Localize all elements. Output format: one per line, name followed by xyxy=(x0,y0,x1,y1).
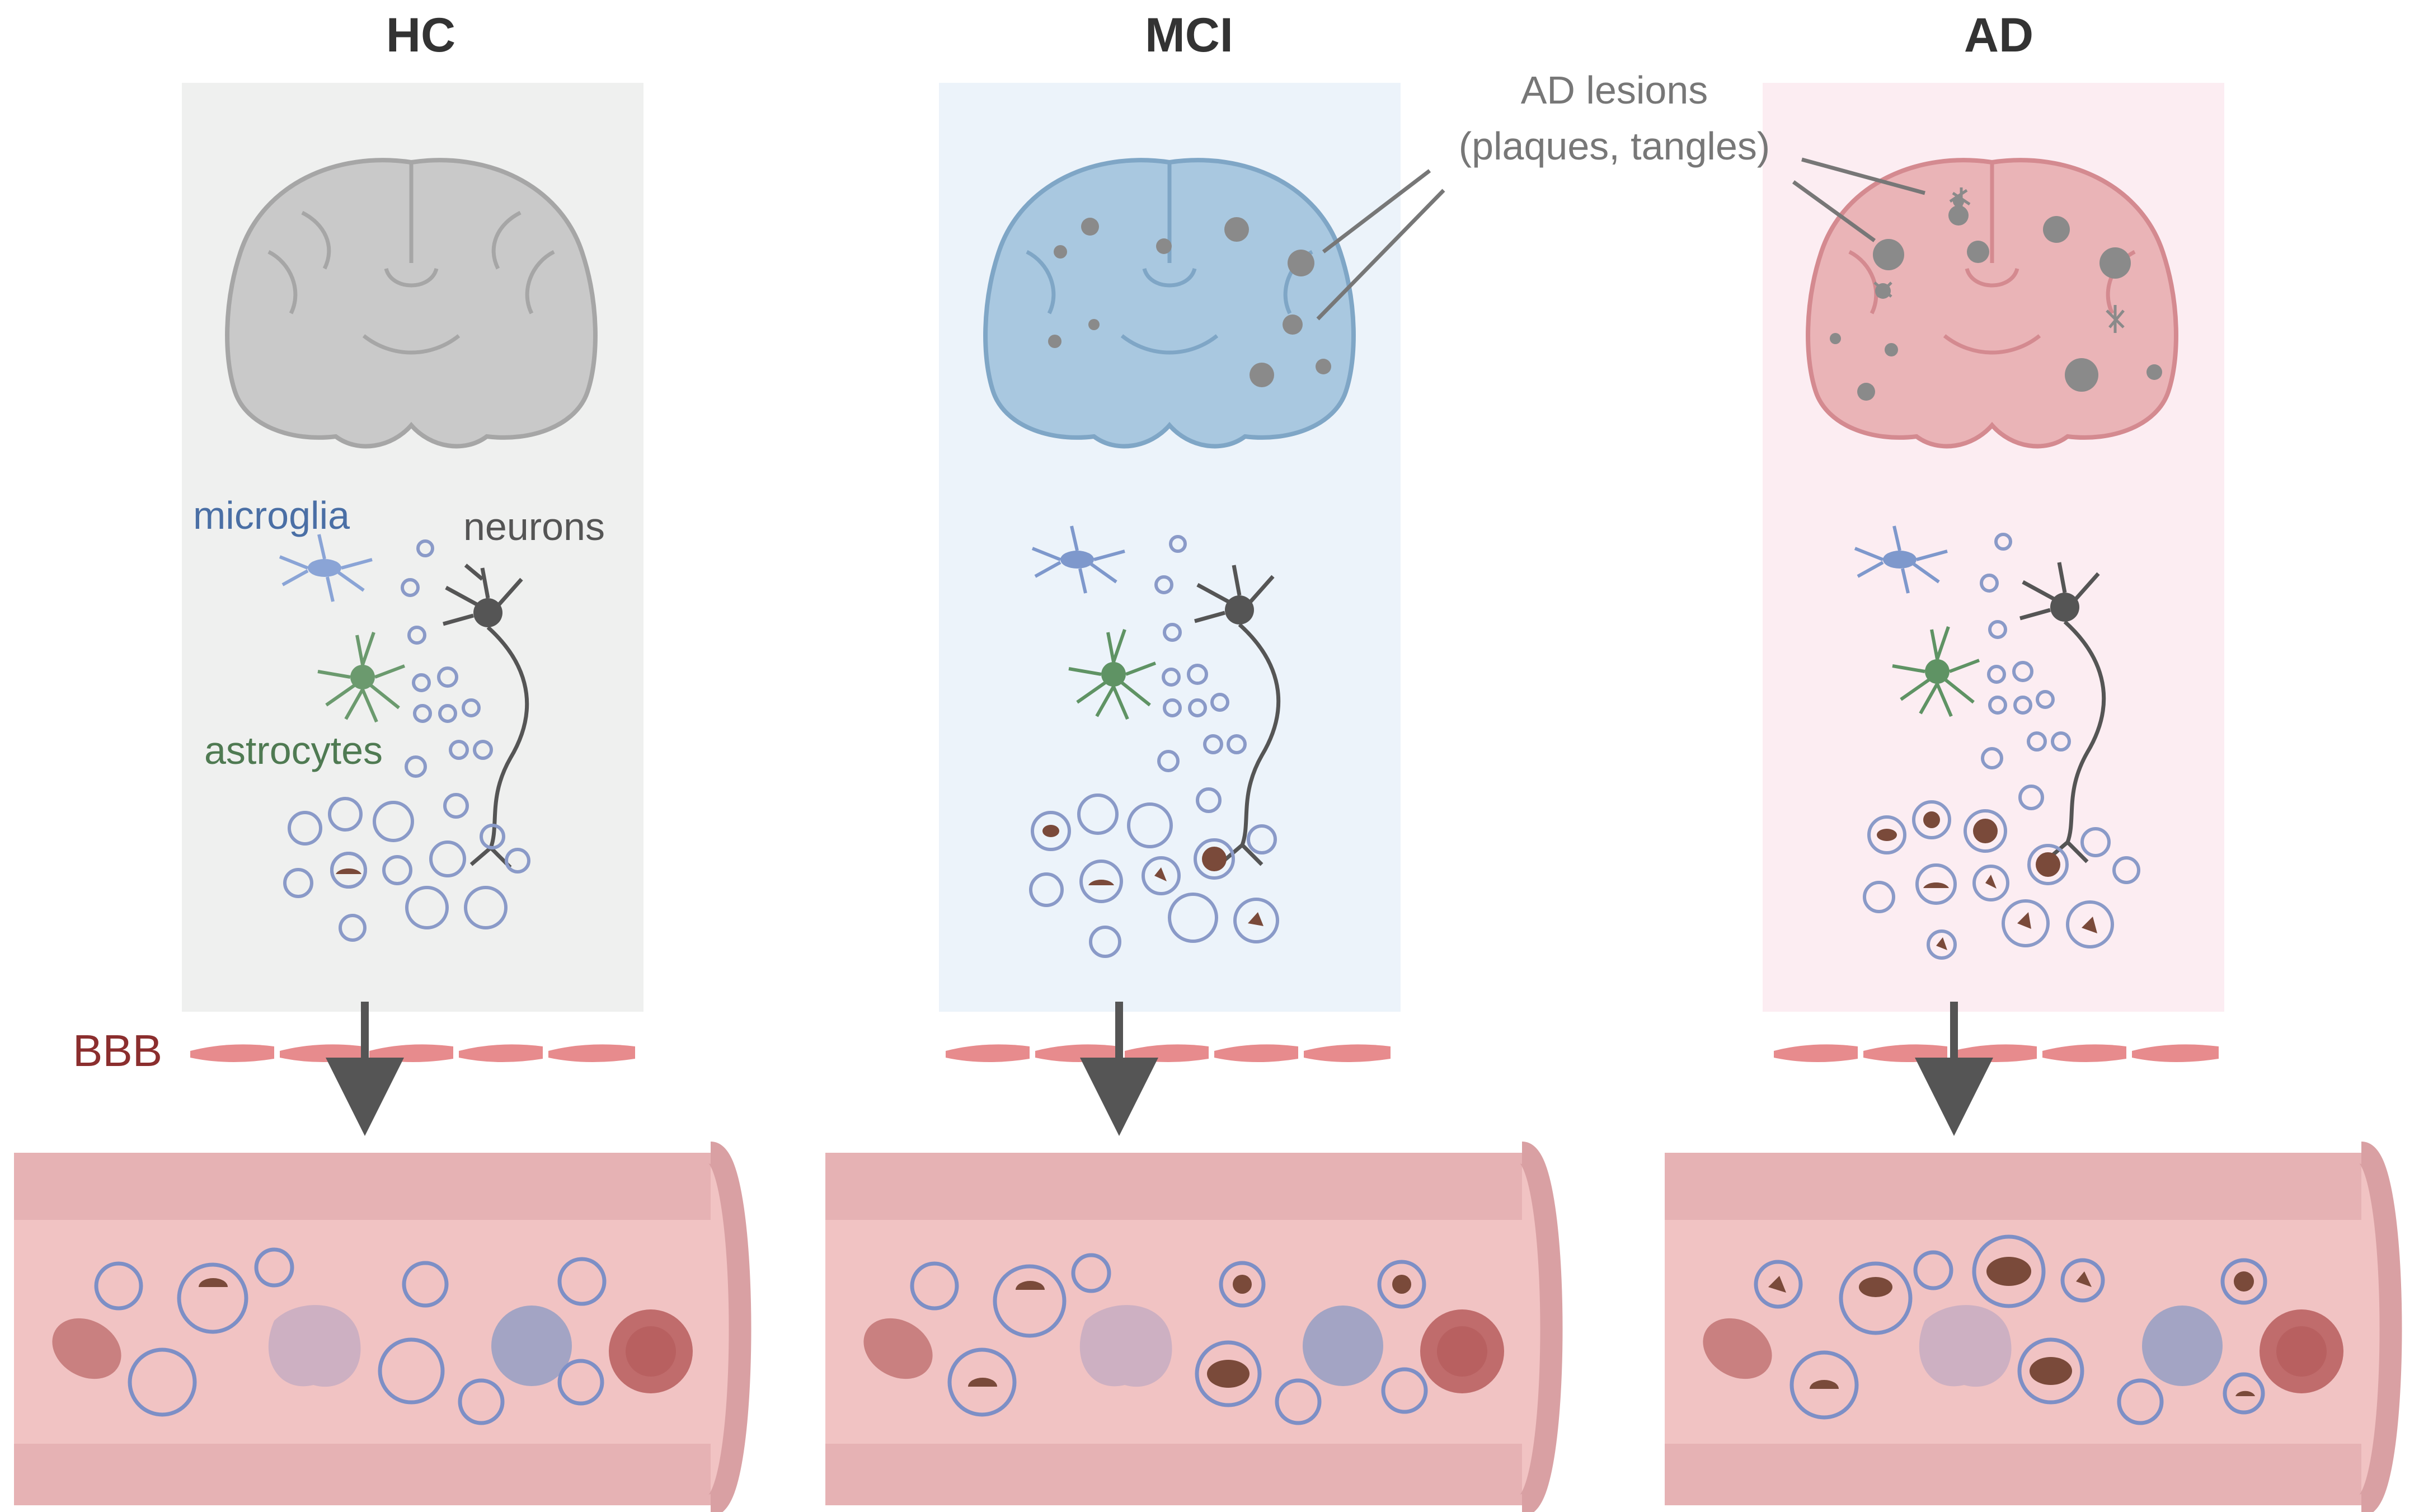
neuron-cell-hc xyxy=(443,564,529,869)
neurons-label: neurons xyxy=(463,505,605,548)
astrocyte-cell-hc xyxy=(317,632,406,723)
microglia-cell-hc xyxy=(279,534,373,602)
cargo-vesicles-ad xyxy=(1867,800,2114,960)
brain-mci xyxy=(983,158,1356,449)
panel-mci: MCI xyxy=(825,8,1563,1512)
vesicles-mci xyxy=(1029,535,1277,958)
lesions-label-line2: (plaques, tangles) xyxy=(1459,124,1770,168)
astrocyte-cell-mci xyxy=(1068,629,1157,720)
brain-hc xyxy=(225,158,598,449)
microglia-cell-mci xyxy=(1031,525,1125,594)
panel-ad: AD xyxy=(1665,8,2402,1512)
panel-title-mci: MCI xyxy=(1145,8,1233,62)
panel-hc: HC xyxy=(14,8,751,1512)
bbb-cells-mci xyxy=(946,1044,1391,1063)
cargo-vesicle-hc xyxy=(330,852,367,889)
astrocytes-label: astrocytes xyxy=(204,729,383,772)
lesions-mci xyxy=(1048,217,1331,387)
astrocyte-cell-ad xyxy=(1892,626,1980,717)
microglia-label: microglia xyxy=(193,494,350,537)
brain-ad xyxy=(1806,158,2178,449)
microglia-cell-ad xyxy=(1854,525,1948,594)
cargo-vesicles-mci xyxy=(1031,811,1279,943)
bbb-label: BBB xyxy=(73,1026,162,1076)
vessel-hc xyxy=(14,1142,751,1512)
bbb-cells-ad xyxy=(1774,1044,2219,1063)
vessel-mci xyxy=(825,1142,1563,1512)
neuron-cell-ad xyxy=(2019,562,2106,863)
lesions-label-line1: AD lesions xyxy=(1521,68,1708,112)
neuron-cell-mci xyxy=(1194,565,1281,866)
panel-title-ad: AD xyxy=(1964,8,2033,62)
lesion-pointer-lines xyxy=(1316,157,1925,321)
vessel-ad xyxy=(1665,1142,2402,1512)
vesicles-ad xyxy=(1863,533,2140,913)
panel-title-hc: HC xyxy=(386,8,455,62)
bbb-cells-hc xyxy=(190,1044,635,1063)
